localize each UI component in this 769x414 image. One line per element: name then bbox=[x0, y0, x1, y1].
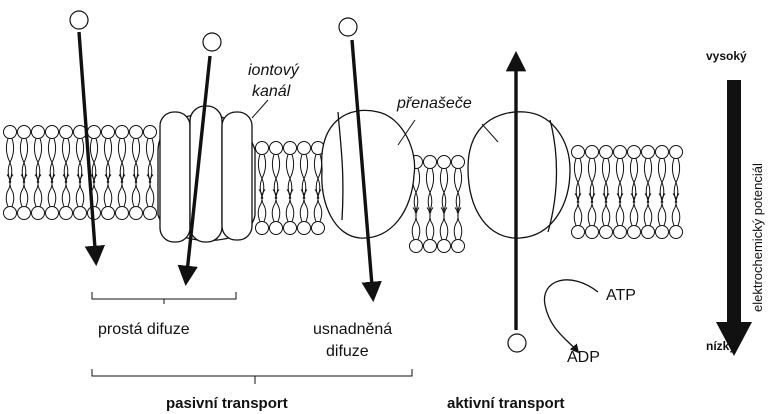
facilitated-diffusion-label-2: difuze bbox=[326, 343, 369, 360]
potential-gradient-arrow bbox=[716, 80, 752, 356]
simple-diffusion-label: prostá difuze bbox=[98, 321, 190, 338]
potential-axis-label: elektrochemický potenciál bbox=[750, 163, 765, 312]
atp-label: ATP bbox=[606, 287, 636, 304]
facilitated-diffusion-label-1: usnadněná bbox=[313, 321, 392, 338]
simple-diffusion-arrow-1 bbox=[79, 32, 96, 262]
simple-diffusion-bracket bbox=[92, 292, 236, 304]
ion-channel-protein bbox=[158, 106, 255, 242]
active-transport-label: aktivní transport bbox=[447, 395, 565, 412]
ion-channel-leader bbox=[252, 100, 268, 118]
brackets bbox=[92, 292, 412, 384]
molecule-1 bbox=[70, 11, 88, 29]
passive-transport-label: pasivní transport bbox=[166, 395, 288, 412]
carriers-label: přenašeče bbox=[396, 95, 472, 112]
molecule-4 bbox=[508, 334, 526, 352]
molecule-2 bbox=[203, 33, 221, 51]
molecule-3 bbox=[339, 18, 357, 36]
ion-channel-label-2: kanál bbox=[252, 83, 291, 100]
ion-channel-label-1: iontový bbox=[248, 62, 300, 79]
passive-transport-bracket bbox=[92, 369, 412, 384]
high-potential-label: vysoký bbox=[706, 49, 747, 63]
atp-adp-curve bbox=[544, 280, 598, 352]
low-potential-label: nízký bbox=[706, 339, 736, 353]
adp-label: ADP bbox=[567, 349, 600, 366]
carrier-protein-active bbox=[468, 112, 570, 238]
